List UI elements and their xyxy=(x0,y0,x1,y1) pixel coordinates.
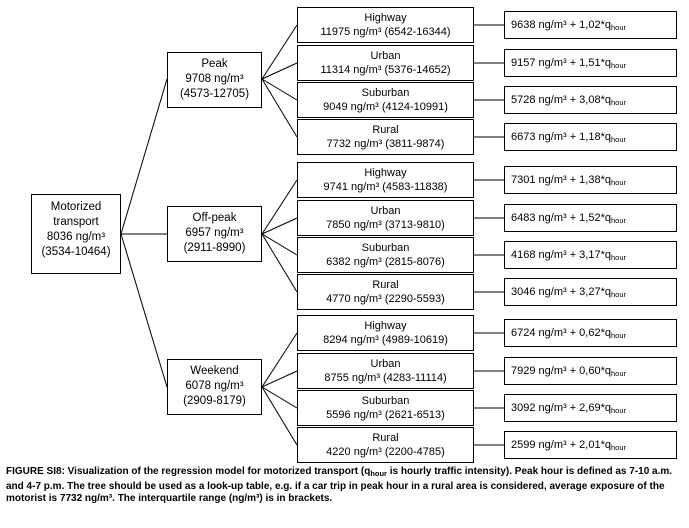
formula-weekend-urban: 7929 ng/m³ + 0,60*qhour xyxy=(504,357,677,385)
formula-text: 6673 ng/m³ + 1,18*q xyxy=(511,131,611,143)
formula-subscript: hour xyxy=(611,178,627,187)
formula-text: 7301 ng/m³ + 1,38*q xyxy=(511,174,611,186)
root-line-4: (3534-10464) xyxy=(41,246,111,258)
formula-subscript: hour xyxy=(611,331,627,340)
formula-subscript: hour xyxy=(611,406,627,415)
figure-caption: FIGURE SI8: Visualization of the regress… xyxy=(6,466,686,506)
group-node-off-peak: Off-peak 6957 ng/m³ (2911-8990) xyxy=(167,206,262,262)
leaf-offpeak-rural: Rural 4770 ng/m³ (2290-5593) xyxy=(297,274,474,310)
group-value: 6957 ng/m³ xyxy=(185,227,244,239)
leaf-name: Urban xyxy=(370,205,401,217)
leaf-peak-urban: Urban 11314 ng/m³ (5376-14652) xyxy=(297,45,474,81)
formula-offpeak-rural: 3046 ng/m³ + 3,27*qhour xyxy=(504,278,677,306)
leaf-detail: 6382 ng/m³ (2815-8076) xyxy=(326,256,445,268)
leaf-detail: 9049 ng/m³ (4124-10991) xyxy=(323,101,448,113)
leaf-name: Rural xyxy=(372,279,399,291)
leaf-weekend-highway: Highway 8294 ng/m³ (4989-10619) xyxy=(297,315,474,351)
group-title: Peak xyxy=(201,58,228,70)
formula-subscript: hour xyxy=(611,135,627,144)
leaf-offpeak-urban: Urban 7850 ng/m³ (3713-9810) xyxy=(297,200,474,236)
leaf-detail: 11314 ng/m³ (5376-14652) xyxy=(320,64,451,76)
formula-subscript: hour xyxy=(611,98,627,107)
leaf-detail: 4770 ng/m³ (2290-5593) xyxy=(326,293,445,305)
formula-text: 9638 ng/m³ + 1,02*q xyxy=(511,19,611,31)
leaf-weekend-urban: Urban 8755 ng/m³ (4283-11114) xyxy=(297,353,474,389)
root-line-1: Motorized xyxy=(50,201,102,213)
group-range: (2911-8990) xyxy=(183,242,246,254)
leaf-detail: 7850 ng/m³ (3713-9810) xyxy=(326,219,445,231)
leaf-name: Suburban xyxy=(361,87,410,99)
formula-offpeak-suburban: 4168 ng/m³ + 3,17*qhour xyxy=(504,241,677,269)
formula-offpeak-highway: 7301 ng/m³ + 1,38*qhour xyxy=(504,166,677,194)
leaf-offpeak-suburban: Suburban 6382 ng/m³ (2815-8076) xyxy=(297,237,474,273)
formula-text: 7929 ng/m³ + 0,60*q xyxy=(511,365,611,377)
leaf-weekend-suburban: Suburban 5596 ng/m³ (2621-6513) xyxy=(297,390,474,426)
caption-subscript: hour xyxy=(370,469,387,478)
leaf-peak-highway: Highway 11975 ng/m³ (6542-16344) xyxy=(297,7,474,43)
leaf-detail: 7732 ng/m³ (3811-9874) xyxy=(326,138,445,150)
formula-text: 9157 ng/m³ + 1,51*q xyxy=(511,57,611,69)
leaf-peak-suburban: Suburban 9049 ng/m³ (4124-10991) xyxy=(297,82,474,118)
formula-text: 6724 ng/m³ + 0,62*q xyxy=(511,327,611,339)
formula-subscript: hour xyxy=(611,290,627,299)
group-node-weekend: Weekend 6078 ng/m³ (2909-8179) xyxy=(167,359,262,415)
formula-subscript: hour xyxy=(611,443,627,452)
group-title: Off-peak xyxy=(192,212,237,224)
leaf-name: Rural xyxy=(372,124,399,136)
formula-text: 3092 ng/m³ + 2,69*q xyxy=(511,402,611,414)
leaf-name: Rural xyxy=(372,432,399,444)
root-node-motorized-transport: Motorized transport 8036 ng/m³ (3534-104… xyxy=(31,194,121,274)
caption-text-part1: Visualization of the regression model fo… xyxy=(64,466,371,477)
formula-peak-rural: 6673 ng/m³ + 1,18*qhour xyxy=(504,123,677,151)
formula-weekend-suburban: 3092 ng/m³ + 2,69*qhour xyxy=(504,394,677,422)
formula-peak-highway: 9638 ng/m³ + 1,02*qhour xyxy=(504,11,677,39)
caption-label: FIGURE SI8: xyxy=(6,466,65,477)
formula-text: 5728 ng/m³ + 3,08*q xyxy=(511,94,611,106)
leaf-offpeak-highway: Highway 9741 ng/m³ (4583-11838) xyxy=(297,162,474,198)
formula-text: 6483 ng/m³ + 1,52*q xyxy=(511,212,611,224)
leaf-name: Highway xyxy=(364,12,407,24)
formula-subscript: hour xyxy=(611,23,627,32)
leaf-detail: 4220 ng/m³ (2200-4785) xyxy=(326,446,445,458)
group-title: Weekend xyxy=(190,365,239,377)
leaf-detail: 5596 ng/m³ (2621-6513) xyxy=(326,409,445,421)
leaf-detail: 8755 ng/m³ (4283-11114) xyxy=(324,372,447,384)
leaf-weekend-rural: Rural 4220 ng/m³ (2200-4785) xyxy=(297,427,474,463)
leaf-name: Highway xyxy=(364,320,407,332)
group-range: (4573-12705) xyxy=(179,88,250,100)
leaf-detail: 9741 ng/m³ (4583-11838) xyxy=(323,181,448,193)
leaf-name: Highway xyxy=(364,167,407,179)
formula-peak-suburban: 5728 ng/m³ + 3,08*qhour xyxy=(504,86,677,114)
group-range: (2909-8179) xyxy=(183,395,246,407)
caption-text-part2: is hourly traffic intensity). Peak hour … xyxy=(6,466,673,504)
leaf-name: Suburban xyxy=(361,395,410,407)
leaf-name: Urban xyxy=(370,50,401,62)
root-line-2: transport xyxy=(53,216,99,228)
formula-text: 2599 ng/m³ + 2,01*q xyxy=(511,439,611,451)
leaf-name: Urban xyxy=(370,358,401,370)
formula-subscript: hour xyxy=(611,369,627,378)
formula-weekend-rural: 2599 ng/m³ + 2,01*qhour xyxy=(504,431,677,459)
root-line-3: 8036 ng/m³ xyxy=(46,231,106,243)
formula-subscript: hour xyxy=(611,61,627,70)
formula-offpeak-urban: 6483 ng/m³ + 1,52*qhour xyxy=(504,204,677,232)
formula-subscript: hour xyxy=(611,253,627,262)
formula-text: 4168 ng/m³ + 3,17*q xyxy=(511,249,611,261)
group-value: 6078 ng/m³ xyxy=(185,380,244,392)
formula-subscript: hour xyxy=(611,216,627,225)
leaf-name: Suburban xyxy=(361,242,410,254)
group-node-peak: Peak 9708 ng/m³ (4573-12705) xyxy=(167,52,262,108)
leaf-detail: 11975 ng/m³ (6542-16344) xyxy=(320,26,451,38)
leaf-detail: 8294 ng/m³ (4989-10619) xyxy=(323,334,448,346)
formula-text: 3046 ng/m³ + 3,27*q xyxy=(511,286,611,298)
formula-weekend-highway: 6724 ng/m³ + 0,62*qhour xyxy=(504,319,677,347)
group-value: 9708 ng/m³ xyxy=(185,73,244,85)
formula-peak-urban: 9157 ng/m³ + 1,51*qhour xyxy=(504,49,677,77)
leaf-peak-rural: Rural 7732 ng/m³ (3811-9874) xyxy=(297,119,474,155)
